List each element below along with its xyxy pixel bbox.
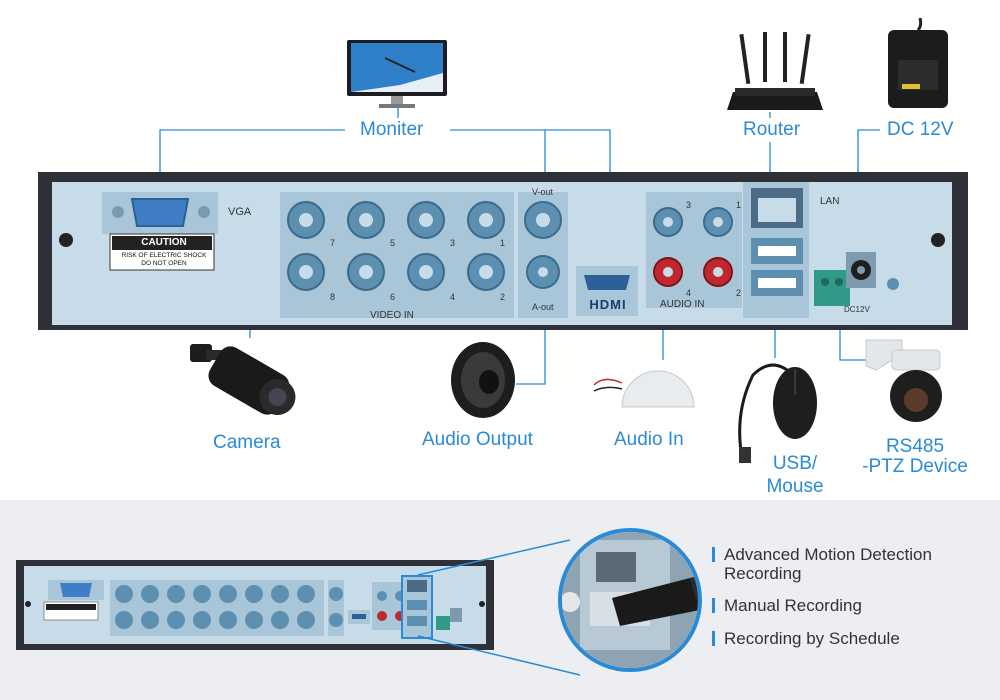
- feature-bullet: [712, 631, 715, 646]
- feature-text: Manual Recording: [724, 596, 862, 615]
- bnc-number: 3: [450, 238, 456, 248]
- audio-number: 1: [736, 200, 742, 210]
- audio-number: 4: [686, 288, 692, 298]
- rs485-line-1: RS485: [885, 436, 945, 457]
- audio-number: 3: [686, 200, 692, 210]
- feature-item: Recording by Schedule: [712, 629, 900, 648]
- bnc-connector: [271, 585, 289, 603]
- speaker-icon: [451, 342, 515, 418]
- caution-text: RISK OF ELECTRIC SHOCK DO NOT OPEN: [110, 252, 218, 268]
- feature-bullet: [712, 547, 715, 562]
- router-icon: [727, 32, 823, 110]
- bnc-number: 1: [500, 238, 506, 248]
- bnc-number: 7: [330, 238, 336, 248]
- monitor-icon: [347, 40, 447, 108]
- rs485-line-2: -PTZ Device: [862, 456, 968, 477]
- microphone-icon: [593, 370, 695, 408]
- bnc-connector: [167, 585, 185, 603]
- caution-title: CAUTION: [141, 237, 187, 248]
- dc12v-label: DC 12V: [887, 119, 954, 140]
- audio-in-port-label: AUDIO IN: [660, 299, 705, 310]
- hdmi-label: HDMI: [589, 297, 627, 312]
- router-label: Router: [743, 119, 801, 140]
- audio-output-label: Audio Output: [422, 429, 533, 450]
- monitor-label: Moniter: [360, 119, 424, 140]
- power-adapter-icon: [888, 18, 948, 108]
- bnc-connector: [115, 585, 133, 603]
- dvr-back-panel: [38, 172, 968, 330]
- caution-line-1: RISK OF ELECTRIC SHOCK: [121, 252, 207, 259]
- bnc-connector: [141, 585, 159, 603]
- bnc-connector: [115, 611, 133, 629]
- audio-number: 2: [736, 288, 742, 298]
- mouse-icon: [738, 363, 817, 464]
- bnc-connector: [141, 611, 159, 629]
- bnc-connector: [193, 585, 211, 603]
- a-out-label: A-out: [532, 302, 554, 312]
- bnc-connector: [297, 585, 315, 603]
- bnc-connector: [219, 611, 237, 629]
- caution-line-2: DO NOT OPEN: [141, 260, 187, 267]
- vga-port-label: VGA: [228, 206, 252, 218]
- ptz-camera-icon: [865, 339, 942, 422]
- usb-mouse-label: USB/ Mouse: [745, 452, 845, 498]
- bnc-connector: [167, 611, 185, 629]
- v-out-label: V-out: [532, 187, 554, 197]
- bnc-number: 5: [390, 238, 396, 248]
- bnc-connector: [245, 611, 263, 629]
- camera-icon: [190, 344, 296, 415]
- dc12v-port-label: DC12V: [844, 305, 870, 314]
- feature-text: Advanced Motion Detection Recording: [724, 545, 932, 583]
- feature-bullet: [712, 598, 715, 613]
- lan-port-label: LAN: [820, 196, 840, 207]
- feature-item: Advanced Motion Detection Recording: [712, 545, 932, 583]
- audio-in-label: Audio In: [614, 429, 684, 450]
- feature-line-1: Advanced Motion Detection: [724, 545, 932, 564]
- bnc-number: 8: [330, 292, 336, 302]
- video-in-label: VIDEO IN: [370, 310, 414, 321]
- rs485-label: RS485 -PTZ Device: [852, 437, 978, 477]
- bnc-number: 6: [390, 292, 396, 302]
- zoom-callout: [417, 528, 702, 676]
- feature-item: Manual Recording: [712, 596, 862, 615]
- usb-mouse-line-1: USB/: [772, 453, 818, 474]
- feature-line-2: Recording: [724, 564, 802, 583]
- feature-text: Recording by Schedule: [724, 629, 900, 648]
- bnc-number: 4: [450, 292, 456, 302]
- camera-label: Camera: [213, 432, 281, 453]
- dvr-small-panel: [16, 560, 494, 650]
- bnc-connector: [219, 585, 237, 603]
- bnc-number: 2: [500, 292, 506, 302]
- bnc-connector: [297, 611, 315, 629]
- bnc-connector: [193, 611, 211, 629]
- bnc-connector: [271, 611, 289, 629]
- usb-mouse-line-2: Mouse: [766, 476, 824, 497]
- bnc-connector: [245, 585, 263, 603]
